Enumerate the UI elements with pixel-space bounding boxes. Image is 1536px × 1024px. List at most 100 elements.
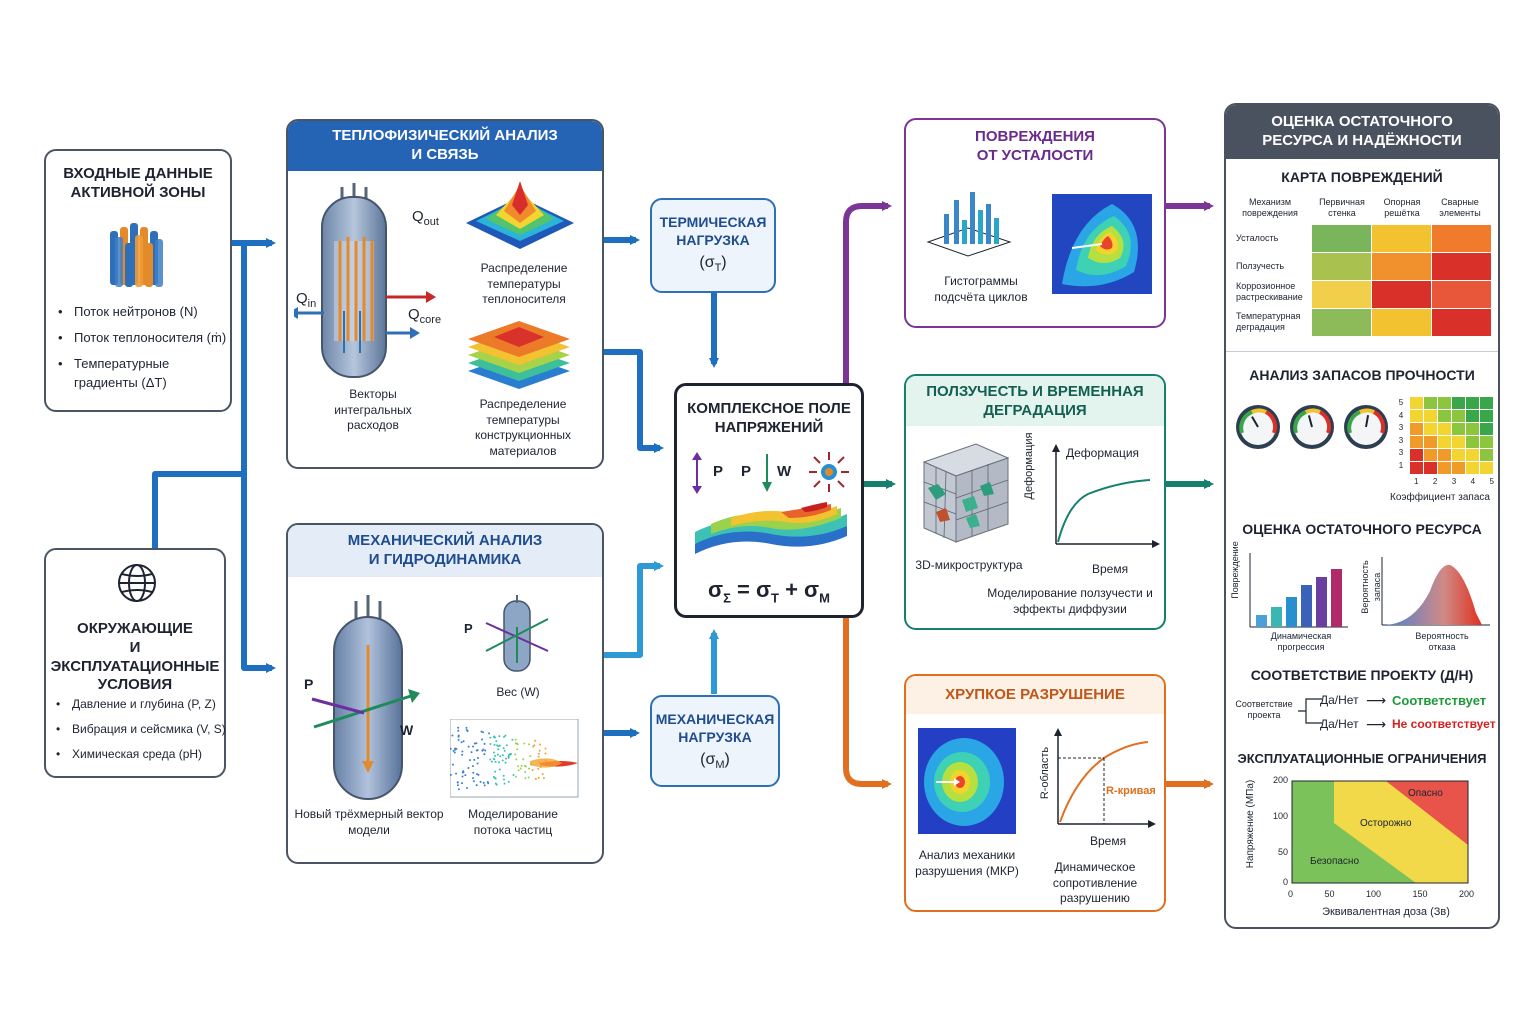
compliance-title: СООТВЕТСТВИЕ ПРОЕКТУ (Д/Н) bbox=[1250, 667, 1474, 683]
risk-cell bbox=[1410, 397, 1423, 409]
risk-cell bbox=[1466, 449, 1479, 461]
mech-load-line2: НАГРУЗКА bbox=[678, 728, 752, 745]
q-in-label: Qin bbox=[296, 289, 316, 311]
margin-gauges bbox=[1236, 405, 1388, 449]
creep-model-label: Моделирование ползучести и эффекты диффу… bbox=[987, 586, 1153, 616]
risk-x-tick: 5 bbox=[1489, 477, 1494, 486]
risk-cell bbox=[1452, 462, 1465, 474]
failure-distribution bbox=[1381, 557, 1490, 626]
thermo-header: ТЕПЛОФИЗИЧЕСКИЙ АНАЛИЗ И СВЯЗЬ bbox=[288, 121, 602, 171]
risk-cell bbox=[1410, 449, 1423, 461]
q-out-symbol: Q bbox=[412, 208, 424, 225]
environment-title-line1: ОКРУЖАЮЩИЕ bbox=[77, 620, 193, 637]
damage-map-col: Опорная решётка bbox=[1383, 197, 1421, 218]
model-vector-label: Новый трёхмерный вектор модели bbox=[294, 807, 444, 837]
creep-x-label: Время bbox=[1092, 562, 1129, 576]
damage-map-cell bbox=[1432, 253, 1491, 280]
stress-formula: σΣ = σT + σM bbox=[677, 576, 861, 607]
damage-map-cell bbox=[1432, 225, 1491, 252]
cycle-histogram-figure bbox=[926, 192, 1012, 257]
risk-cell bbox=[1424, 410, 1437, 422]
risk-cell bbox=[1466, 423, 1479, 435]
r-curve-x-label: Время bbox=[1090, 834, 1127, 848]
input-core-title-line2: АКТИВНОЙ ЗОНЫ bbox=[70, 183, 206, 201]
risk-y-tick: 5 bbox=[1398, 398, 1404, 407]
progress-bar bbox=[1301, 585, 1312, 627]
creep-curve-chart bbox=[1052, 444, 1160, 548]
input-core-item: Поток нейтронов (N) bbox=[58, 303, 228, 321]
risk-x-tick: 4 bbox=[1470, 477, 1476, 486]
vectors-label: Векторы интегральных расходов bbox=[334, 387, 412, 433]
coolant-temp-label: Распределение температуры теплоносителя bbox=[480, 261, 568, 307]
environment-title-line2: И ЭКСПЛУАТАЦИОННЫЕ bbox=[50, 638, 220, 675]
fatigue-title-line2: ОТ УСТАЛОСТИ bbox=[976, 146, 1094, 164]
formula-sigma-total: σ bbox=[708, 577, 724, 602]
dynamic-resistance-label: Динамическое сопротивление разрушению bbox=[1052, 860, 1138, 906]
globe-icon bbox=[118, 564, 156, 602]
histogram-bar bbox=[994, 218, 999, 244]
thermo-title-line1: ТЕПЛОФИЗИЧЕСКИЙ АНАЛИЗ bbox=[332, 127, 558, 144]
damage-map-cell bbox=[1312, 309, 1371, 336]
limits-x-ticks: 0 50 100 150 200 bbox=[1288, 889, 1474, 899]
environment-title: ОКРУЖАЮЩИЕ И ЭКСПЛУАТАЦИОННЫЕ УСЛОВИЯ bbox=[46, 620, 224, 695]
compliance-yes-no: Да/Нет bbox=[1320, 717, 1359, 731]
risk-cell bbox=[1452, 397, 1465, 409]
damage-progress-bars bbox=[1249, 553, 1348, 628]
cycle-histogram-label: Гистограммы подсчёта циклов bbox=[934, 274, 1028, 304]
mech-close: ) bbox=[724, 751, 730, 768]
risk-x-tick: 2 bbox=[1432, 477, 1438, 486]
stress-title-line1: КОМПЛЕКСНОЕ ПОЛЕ bbox=[687, 400, 851, 417]
limits-caution: Осторожно bbox=[1360, 818, 1412, 829]
environment-item: Вибрация и сейсмика (V, S) bbox=[56, 721, 226, 738]
risk-cell bbox=[1466, 436, 1479, 448]
damage-map-cell bbox=[1372, 253, 1431, 280]
coolant-temp-map bbox=[466, 181, 574, 249]
fracture-fem bbox=[918, 728, 1016, 834]
risk-cell bbox=[1452, 449, 1465, 461]
arrow-env-to-mech bbox=[241, 474, 276, 673]
progress-y-label: Повреждение bbox=[1230, 541, 1240, 599]
microstructure-label: 3D-микроструктура bbox=[915, 558, 1023, 572]
damage-map-row: Усталость bbox=[1236, 233, 1279, 243]
mech-w-label: W bbox=[400, 722, 414, 738]
risk-y-ticks: 5 4 3 3 3 1 bbox=[1396, 397, 1406, 473]
input-core-title-line1: ВХОДНЫЕ ДАННЫЕ bbox=[63, 165, 213, 182]
resource-header: ОЦЕНКА ОСТАТОЧНОГО РЕСУРСА И НАДЁЖНОСТИ bbox=[1226, 105, 1498, 159]
damage-map-row: Коррозионное растрескивание bbox=[1236, 281, 1303, 302]
risk-cell bbox=[1438, 397, 1451, 409]
risk-cell bbox=[1466, 462, 1479, 474]
risk-cell bbox=[1410, 462, 1423, 474]
resource-title-line1: ОЦЕНКА ОСТАТОЧНОГО bbox=[1271, 113, 1453, 130]
progress-bar bbox=[1316, 577, 1327, 627]
brittle-title: ХРУПКОЕ РАЗРУШЕНИЕ bbox=[945, 686, 1125, 703]
compliance-yes-no: Да/Нет bbox=[1320, 693, 1359, 707]
mech-title-line2: И ГИДРОДИНАМИКА bbox=[368, 550, 522, 568]
mech-p-label: P bbox=[304, 676, 314, 692]
reactor-vessel-figure bbox=[294, 183, 436, 378]
stress-vectors-icon bbox=[692, 452, 849, 494]
input-core-panel: ВХОДНЫЕ ДАННЫЕ АКТИВНОЙ ЗОНЫ Поток нейтр… bbox=[44, 149, 232, 412]
operating-limits-chart bbox=[1291, 780, 1469, 884]
risk-cell bbox=[1424, 436, 1437, 448]
mech-load-symbol: (σM) bbox=[652, 750, 778, 773]
stress-title-line2: НАПРЯЖЕНИЙ bbox=[714, 418, 824, 436]
risk-cell bbox=[1466, 410, 1479, 422]
risk-y-tick: 3 bbox=[1398, 435, 1404, 445]
damage-map-title: КАРТА ПОВРЕЖДЕНИЙ bbox=[1281, 169, 1443, 185]
risk-y-tick: 1 bbox=[1398, 460, 1404, 470]
input-core-item: Температурные градиенты (ΔT) bbox=[58, 355, 228, 391]
arrow-thermo-to-stress bbox=[604, 349, 664, 453]
input-core-title: ВХОДНЫЕ ДАННЫЕ АКТИВНОЙ ЗОНЫ bbox=[46, 165, 230, 203]
risk-cell bbox=[1466, 397, 1479, 409]
risk-cell bbox=[1480, 397, 1493, 409]
formula-eq: = σ bbox=[730, 577, 772, 602]
q-core-label: Qcore bbox=[408, 305, 441, 327]
compliance-source: Соответствие проекта bbox=[1235, 699, 1293, 720]
damage-map-cell bbox=[1372, 281, 1431, 308]
risk-cell bbox=[1410, 423, 1423, 435]
risk-cell bbox=[1452, 410, 1465, 422]
risk-cell bbox=[1480, 410, 1493, 422]
thermal-load-symbol: (σT) bbox=[652, 253, 774, 276]
particle-flow-figure bbox=[450, 719, 579, 798]
progress-bar bbox=[1271, 607, 1282, 627]
